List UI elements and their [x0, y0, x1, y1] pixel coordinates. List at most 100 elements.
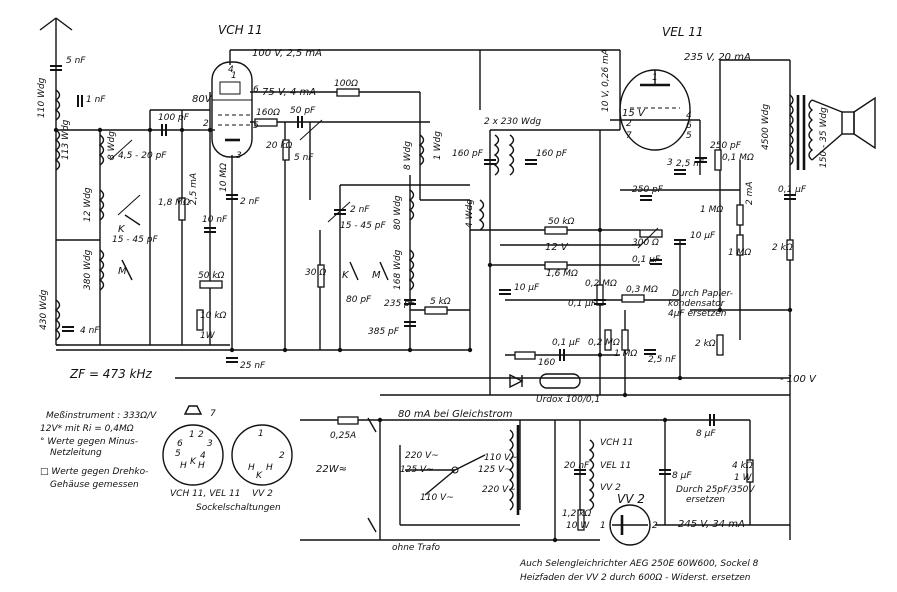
vv2-pin-2: 2: [652, 521, 658, 531]
legend-line-1: Meßinstrument : 333Ω/V: [46, 411, 157, 421]
l4-label: 4 Wdg: [465, 199, 475, 228]
replace-note-1: Durch Papier-: [672, 289, 733, 299]
vch11-pin-3: 3: [236, 151, 242, 161]
switch-k-label: K: [118, 224, 126, 235]
c235pf-label: 235 pF: [384, 299, 416, 309]
vv2-socket-pin-2: 2: [279, 451, 285, 461]
l2230-label: 2 x 230 Wdg: [484, 117, 541, 127]
junction-dots: [53, 127, 793, 543]
c20nf-label: 20 nF: [564, 461, 590, 471]
voltage-selector: [405, 454, 486, 496]
bottom-note-1: Auch Selengleichrichter AEG 250E 60W600,…: [519, 559, 759, 569]
c4520-label: 4,5 - 20 pF: [118, 151, 167, 161]
l80-label: 80 Wdg: [393, 195, 403, 230]
v125b-label: 125 V~: [478, 465, 512, 475]
coils: [54, 89, 595, 511]
vel11-pin-2: 2: [626, 119, 632, 129]
ma2-label: 2 mA: [745, 181, 755, 205]
vel11-pin-7: 7: [626, 131, 632, 141]
vel-screen-voltage: 15 V: [622, 108, 646, 119]
urdox-label: Urdox 100/0,1: [536, 395, 600, 405]
input-wiring: [55, 60, 230, 346]
c01uf-c-label: 0,1 µF: [552, 338, 581, 348]
tube-vch11: [211, 61, 253, 158]
vel11-pin-6: 6: [686, 121, 692, 131]
socket-label-vv2: VV 2: [252, 489, 273, 499]
l113-label: 113 Wdg: [61, 119, 71, 160]
vel11-pin-5: 5: [686, 131, 692, 141]
l110-label: 110 Wdg: [37, 77, 47, 118]
vv2-socket-pin-1: 1: [258, 429, 264, 439]
v220b-label: 220 V~: [482, 485, 516, 495]
l150-label: 150 - 35 Wdg: [819, 107, 829, 168]
c1545b-label: 15 - 45 pF: [340, 221, 386, 231]
c160b-label: 160 pF: [536, 149, 568, 159]
r02m-b-label: 0,2 MΩ: [588, 338, 620, 348]
r300-label: 300 Ω: [632, 238, 659, 248]
vch11-pin-6: 6: [253, 85, 259, 95]
c10uf-a-label: 10 µF: [514, 283, 540, 293]
socket-diagram-vch11: [162, 405, 224, 486]
l430-label: 430 Wdg: [39, 289, 49, 330]
l1-label: 1 Wdg: [433, 131, 443, 160]
l168-label: 168 Wdg: [393, 249, 403, 290]
r03m-label: 0,3 MΩ: [626, 285, 658, 295]
rect-vertical-label: 10 V, 0,26 mA: [601, 49, 611, 112]
c1nf-label: 1 nF: [86, 95, 106, 105]
vel11-title: VEL 11: [662, 25, 704, 39]
r100-label: 100Ω: [334, 79, 358, 89]
vch11-wiring: [200, 50, 471, 350]
r5k-label: 5 kΩ: [430, 297, 451, 307]
c01uf-b-label: 0,1 µF: [632, 255, 661, 265]
r10m-label: 10 MΩ: [219, 163, 229, 192]
socket-pin-h1: H: [180, 461, 187, 471]
speaker-symbol: [788, 94, 876, 170]
bottom-note-2: Heizfaden der VV 2 durch 600Ω - Widerst.…: [520, 573, 751, 583]
band-switches: [121, 214, 389, 533]
ohne-trafo-label: ohne Trafo: [392, 543, 440, 553]
vel11-pin-3: 3: [667, 158, 673, 168]
socket-pin-h2: H: [198, 461, 205, 471]
l8-label: 8 Wdg: [107, 131, 117, 160]
c4nf-label: 4 nF: [80, 326, 100, 336]
c25nf-c-label: 2,5 nF: [648, 355, 677, 365]
r1m-c-label: 1 MΩ: [614, 349, 637, 359]
c8uf-a-label: 8 µF: [696, 429, 716, 439]
v220-label: 220 V~: [405, 451, 439, 461]
r2k-a-label: 2 kΩ: [695, 339, 716, 349]
socket-pin-6: 6: [177, 439, 183, 449]
socket-pin-3: 3: [207, 439, 213, 449]
vel11-pin-1: 1: [652, 73, 658, 83]
r12k-label: 1,2 kΩ: [562, 509, 591, 519]
capacitor-plates: [50, 65, 796, 475]
vel11-pin-4: 4: [686, 111, 692, 121]
c250pf-a-label: 250 pF: [710, 141, 742, 151]
r10k-label: 10 kΩ: [200, 311, 227, 321]
legend-line-6: Gehäuse gemessen: [50, 480, 139, 490]
socket-pin-2: 2: [198, 430, 204, 440]
switch-k2-label: K: [342, 270, 350, 281]
v110a-label: 110 V~: [484, 453, 518, 463]
r20k-label: 20 kΩ: [266, 141, 293, 151]
r2k-b-label: 2 kΩ: [772, 243, 793, 253]
c250pf-b-label: 250 pF: [632, 185, 664, 195]
c385pf-label: 385 pF: [368, 327, 400, 337]
socket-pin-5: 5: [175, 449, 181, 459]
c01uf-d-label: 0,1 µF: [778, 185, 807, 195]
legend-line-3: ° Werte gegen Minus-: [40, 437, 138, 447]
socket-label-vch11: VCH 11, VEL 11: [170, 489, 240, 499]
r02m-a-label: 0,2 MΩ: [585, 279, 617, 289]
vel11-wiring: [470, 60, 790, 395]
l4500-label: 4500 Wdg: [761, 104, 771, 150]
v125-label: 125 V~: [400, 465, 434, 475]
c25nf-label: 25 nF: [240, 361, 266, 371]
r1w2-label: 1 W: [734, 473, 753, 483]
switch-m-label: M: [118, 266, 127, 277]
replace-25-note: Durch 25pF/350V: [676, 485, 755, 495]
negative-voltage: - 100 V: [780, 374, 817, 385]
replace-note-3: 4µF ersetzen: [668, 309, 727, 319]
fuse-label: 0,25A: [330, 431, 356, 441]
r50k-a-label: 50 kΩ: [198, 271, 225, 281]
antenna-symbol: [39, 17, 73, 60]
